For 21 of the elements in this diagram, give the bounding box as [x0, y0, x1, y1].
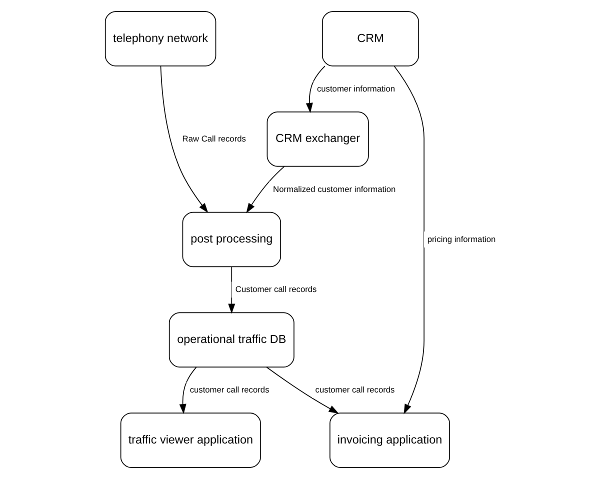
- arrow: [228, 266, 236, 314]
- node-box: CRM: [322, 11, 420, 66]
- edge-label: pricing information: [427, 234, 496, 244]
- arrow: [179, 366, 197, 414]
- edge-label: customer call records: [315, 384, 395, 395]
- node-box: invoicing application: [330, 412, 450, 468]
- node-box: post processing: [182, 212, 281, 268]
- node-box: telephony network: [104, 11, 216, 66]
- node-box: operational traffic DB: [168, 312, 294, 368]
- node-box: traffic viewer application: [120, 412, 261, 468]
- arrow: [160, 66, 208, 214]
- arrow: [306, 66, 326, 113]
- node-box: CRM exchanger: [266, 112, 369, 167]
- arrow: [394, 66, 424, 414]
- arrow: [266, 366, 339, 414]
- edge-label: Customer call records: [235, 284, 317, 294]
- arrow: [246, 166, 285, 214]
- edge-label: Raw Call records: [182, 134, 246, 144]
- edge-label: customer call records: [190, 384, 270, 395]
- edge-label: Normalized customer information: [273, 184, 396, 194]
- edge-label: customer information: [316, 83, 396, 94]
